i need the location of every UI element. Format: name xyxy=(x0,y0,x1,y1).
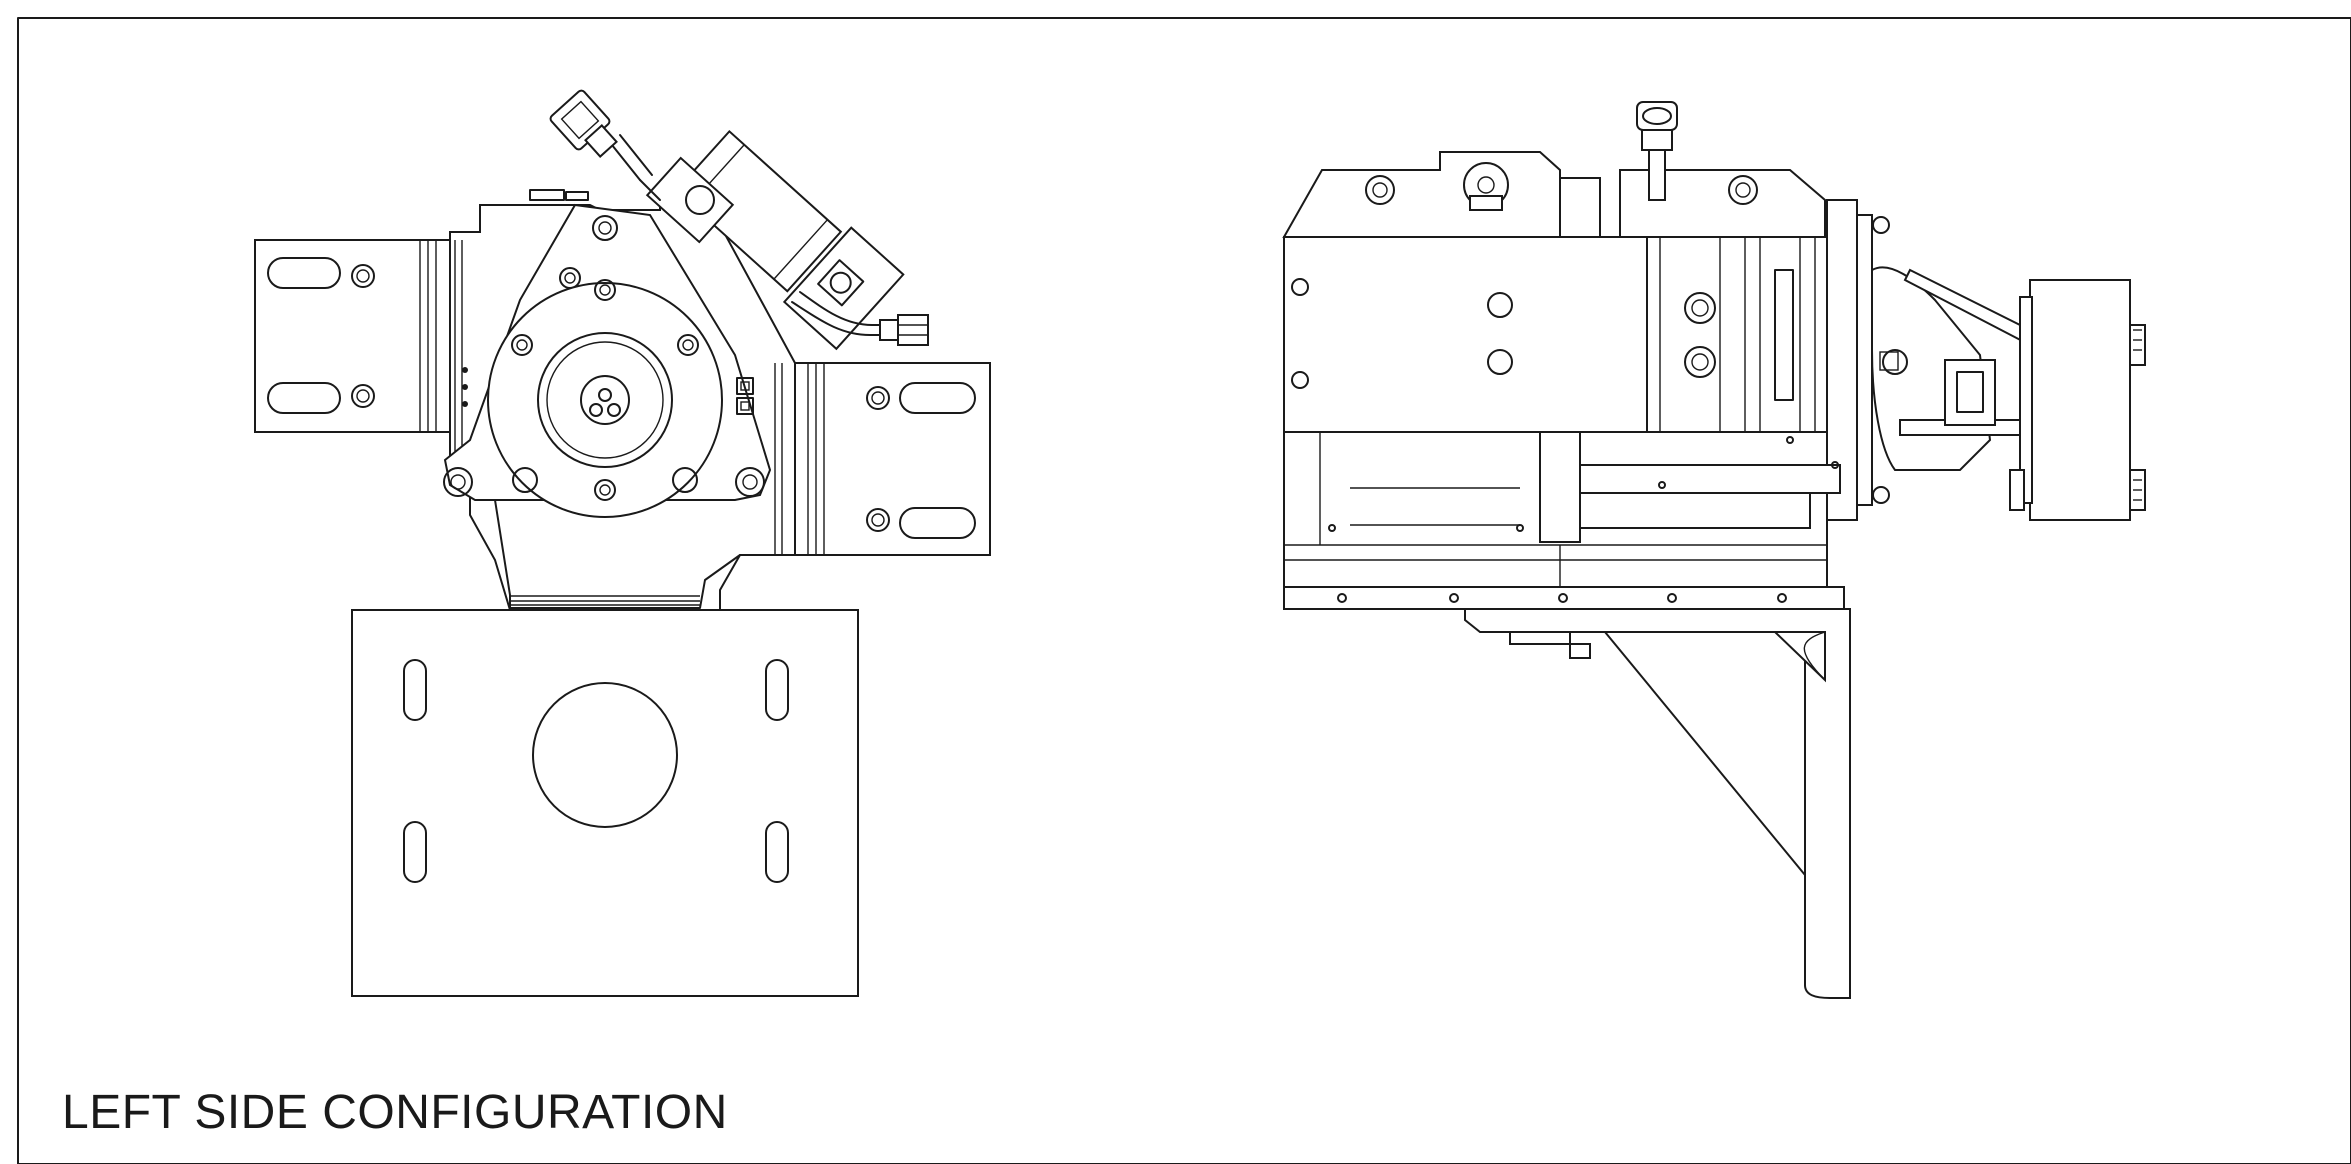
front-side-hose xyxy=(791,291,929,346)
front-view xyxy=(254,89,991,997)
side-lower-section xyxy=(1283,431,1841,588)
front-face-flange xyxy=(487,279,754,518)
front-solenoid-valve xyxy=(645,129,905,351)
side-top-fitting xyxy=(1636,101,1678,201)
side-view xyxy=(1282,101,2146,999)
front-top-fitting xyxy=(549,89,661,201)
side-top-block xyxy=(1282,151,1826,239)
view-caption: LEFT SIDE CONFIGURATION xyxy=(62,1086,728,1139)
front-right-bracket xyxy=(794,362,991,556)
side-gusset-bracket xyxy=(1464,608,1851,999)
front-base-plate xyxy=(351,609,859,997)
sheet-border xyxy=(17,17,2351,1164)
front-left-bracket xyxy=(254,239,451,433)
side-main-body xyxy=(1283,199,1890,521)
front-top-bolts xyxy=(529,189,589,201)
side-base-rail xyxy=(1283,586,1845,610)
front-neck xyxy=(494,499,741,609)
side-output-assembly xyxy=(1871,266,2146,521)
